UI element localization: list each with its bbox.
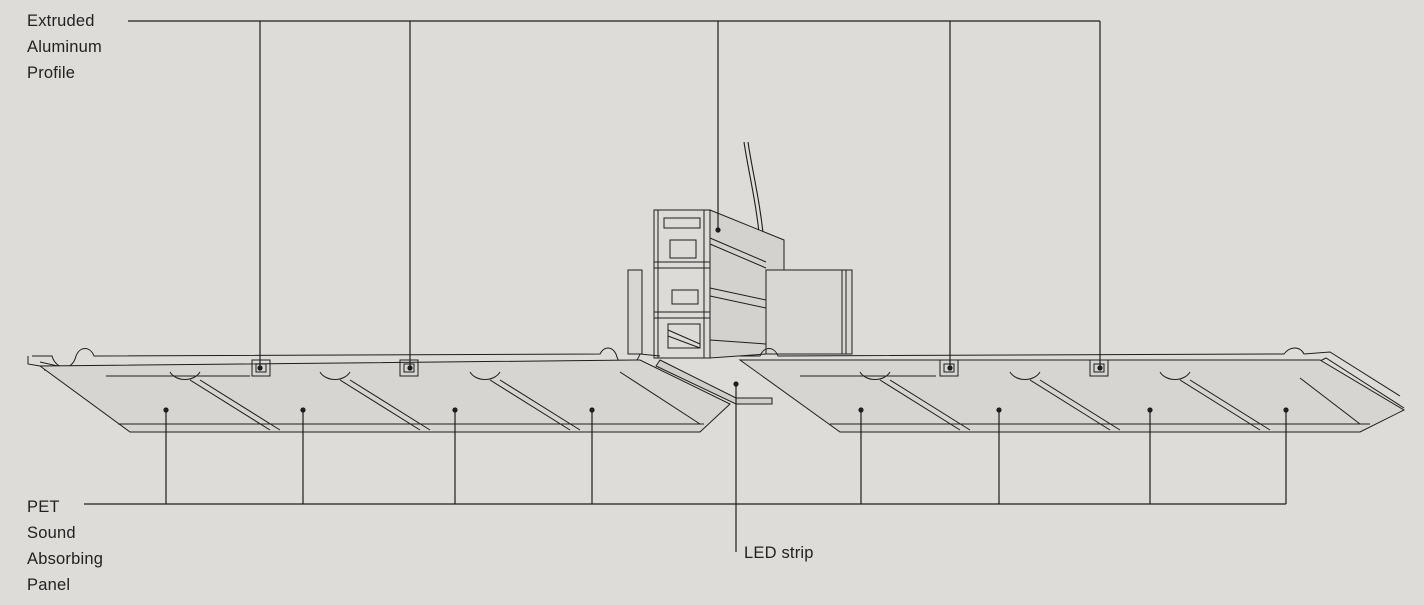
panel-leader-lines	[84, 410, 1287, 505]
panel-slab-left	[38, 359, 731, 433]
label-pet-sound-absorbing-panel: PET Sound Absorbing Panel	[27, 494, 103, 598]
label-line: Profile	[27, 64, 76, 82]
left-panel	[27, 347, 731, 433]
label-line: Sound	[27, 524, 76, 542]
right-panel	[738, 347, 1406, 433]
label-extruded-aluminum-profile: Extruded Aluminum Profile	[27, 8, 102, 86]
label-line: Absorbing	[27, 550, 104, 568]
driver-box	[765, 269, 853, 355]
central-housing	[627, 141, 853, 405]
profile-leader-dots	[257, 227, 1103, 371]
label-line: Panel	[27, 576, 71, 594]
label-line: LED strip	[744, 544, 814, 562]
profile-leader-lines	[128, 20, 1101, 368]
panel-leader-dots	[163, 407, 1289, 413]
label-line: Aluminum	[27, 38, 102, 56]
power-cable	[743, 141, 761, 243]
vertical-profile	[653, 209, 711, 359]
panel-slab-right	[738, 359, 1406, 433]
label-line: PET	[27, 498, 60, 516]
led-leader-line	[733, 381, 739, 552]
label-line: Extruded	[27, 12, 95, 30]
label-led-strip: LED strip	[744, 540, 814, 566]
